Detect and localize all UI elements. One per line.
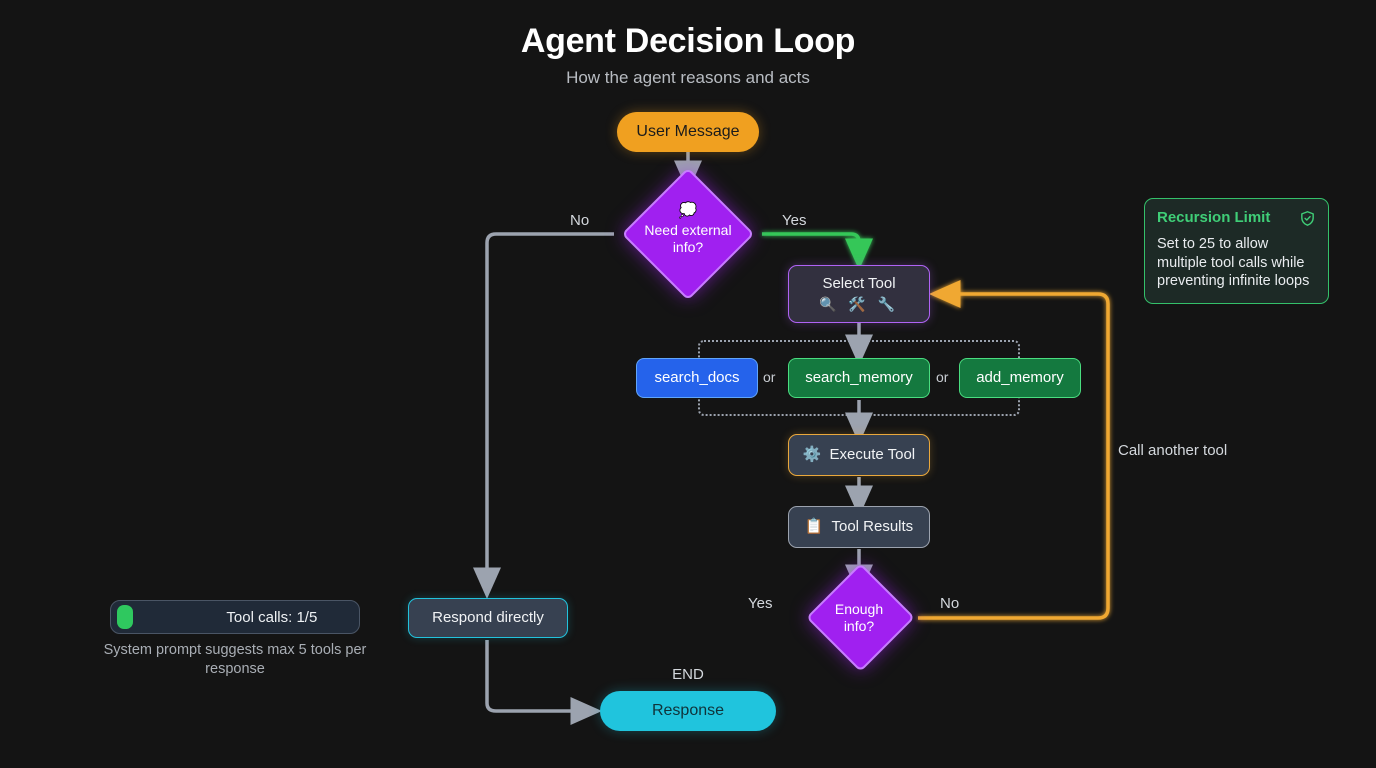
node-select-tool[interactable]: Select Tool 🔍 🛠️ 🔧 (788, 265, 930, 323)
node-add-memory-label: add_memory (976, 368, 1064, 386)
end-marker-label: END (672, 666, 704, 683)
node-enough-info[interactable]: Enough info? (800, 563, 918, 672)
node-respond-directly-label: Respond directly (432, 608, 544, 626)
node-search-docs[interactable]: search_docs (636, 358, 758, 398)
tool-icons: 🔍 🛠️ 🔧 (818, 295, 900, 312)
node-execute-tool-label: Execute Tool (829, 445, 916, 463)
node-user-message-label: User Message (636, 123, 740, 141)
gear-icon: ⚙️ (802, 445, 822, 463)
edge-respond-to-response (485, 640, 602, 725)
node-respond-directly[interactable]: Respond directly (408, 598, 568, 638)
tool-calls-progress[interactable]: Tool calls: 1/5 (110, 600, 360, 634)
tool-calls-caption: System prompt suggests max 5 tools per r… (103, 642, 367, 677)
recursion-limit-card: Recursion Limit Set to 25 to allow multi… (1144, 198, 1329, 304)
clipboard-icon: 📋 (804, 517, 824, 535)
edge-label-yes-top: Yes (782, 212, 807, 229)
edge-label-call-another-tool: Call another tool (1118, 442, 1228, 459)
edge-label-no-top: No (570, 212, 590, 229)
decision-diamond-shape (621, 167, 755, 301)
or-separator-1: or (763, 369, 776, 385)
node-select-tool-label: Select Tool (822, 275, 896, 293)
recursion-limit-body: Set to 25 to allow multiple tool calls w… (1157, 236, 1310, 290)
node-search-memory-label: search_memory (805, 368, 913, 386)
node-tool-results[interactable]: 📋 Tool Results (788, 506, 930, 548)
tool-calls-label: Tool calls: 1/5 (226, 608, 318, 626)
node-execute-tool[interactable]: ⚙️ Execute Tool (788, 434, 930, 476)
page-title: Agent Decision Loop (520, 22, 856, 60)
node-tool-results-label: Tool Results (831, 517, 914, 535)
node-need-external-info[interactable]: 💭 Need external info? (614, 167, 762, 301)
tool-calls-bar-fill (117, 605, 134, 629)
tool-calls-bar-track (117, 605, 191, 629)
or-separator-2: or (936, 369, 949, 385)
node-response[interactable]: Response (600, 691, 776, 731)
shield-check-icon (1299, 210, 1316, 232)
edge-yes-to-select-tool (762, 232, 873, 270)
node-response-label: Response (651, 702, 725, 720)
node-search-memory[interactable]: search_memory (788, 358, 930, 398)
node-user-message[interactable]: User Message (617, 112, 759, 152)
edge-no-to-respond (473, 232, 614, 599)
recursion-limit-title: Recursion Limit (1157, 209, 1271, 226)
edge-label-yes-bottom: Yes (748, 595, 773, 612)
edge-label-no-bottom: No (940, 595, 960, 612)
page-subtitle: How the agent reasons and acts (566, 68, 810, 87)
node-add-memory[interactable]: add_memory (959, 358, 1081, 398)
edge-call-another-tool-loop (918, 280, 1110, 620)
node-search-docs-label: search_docs (654, 368, 740, 386)
